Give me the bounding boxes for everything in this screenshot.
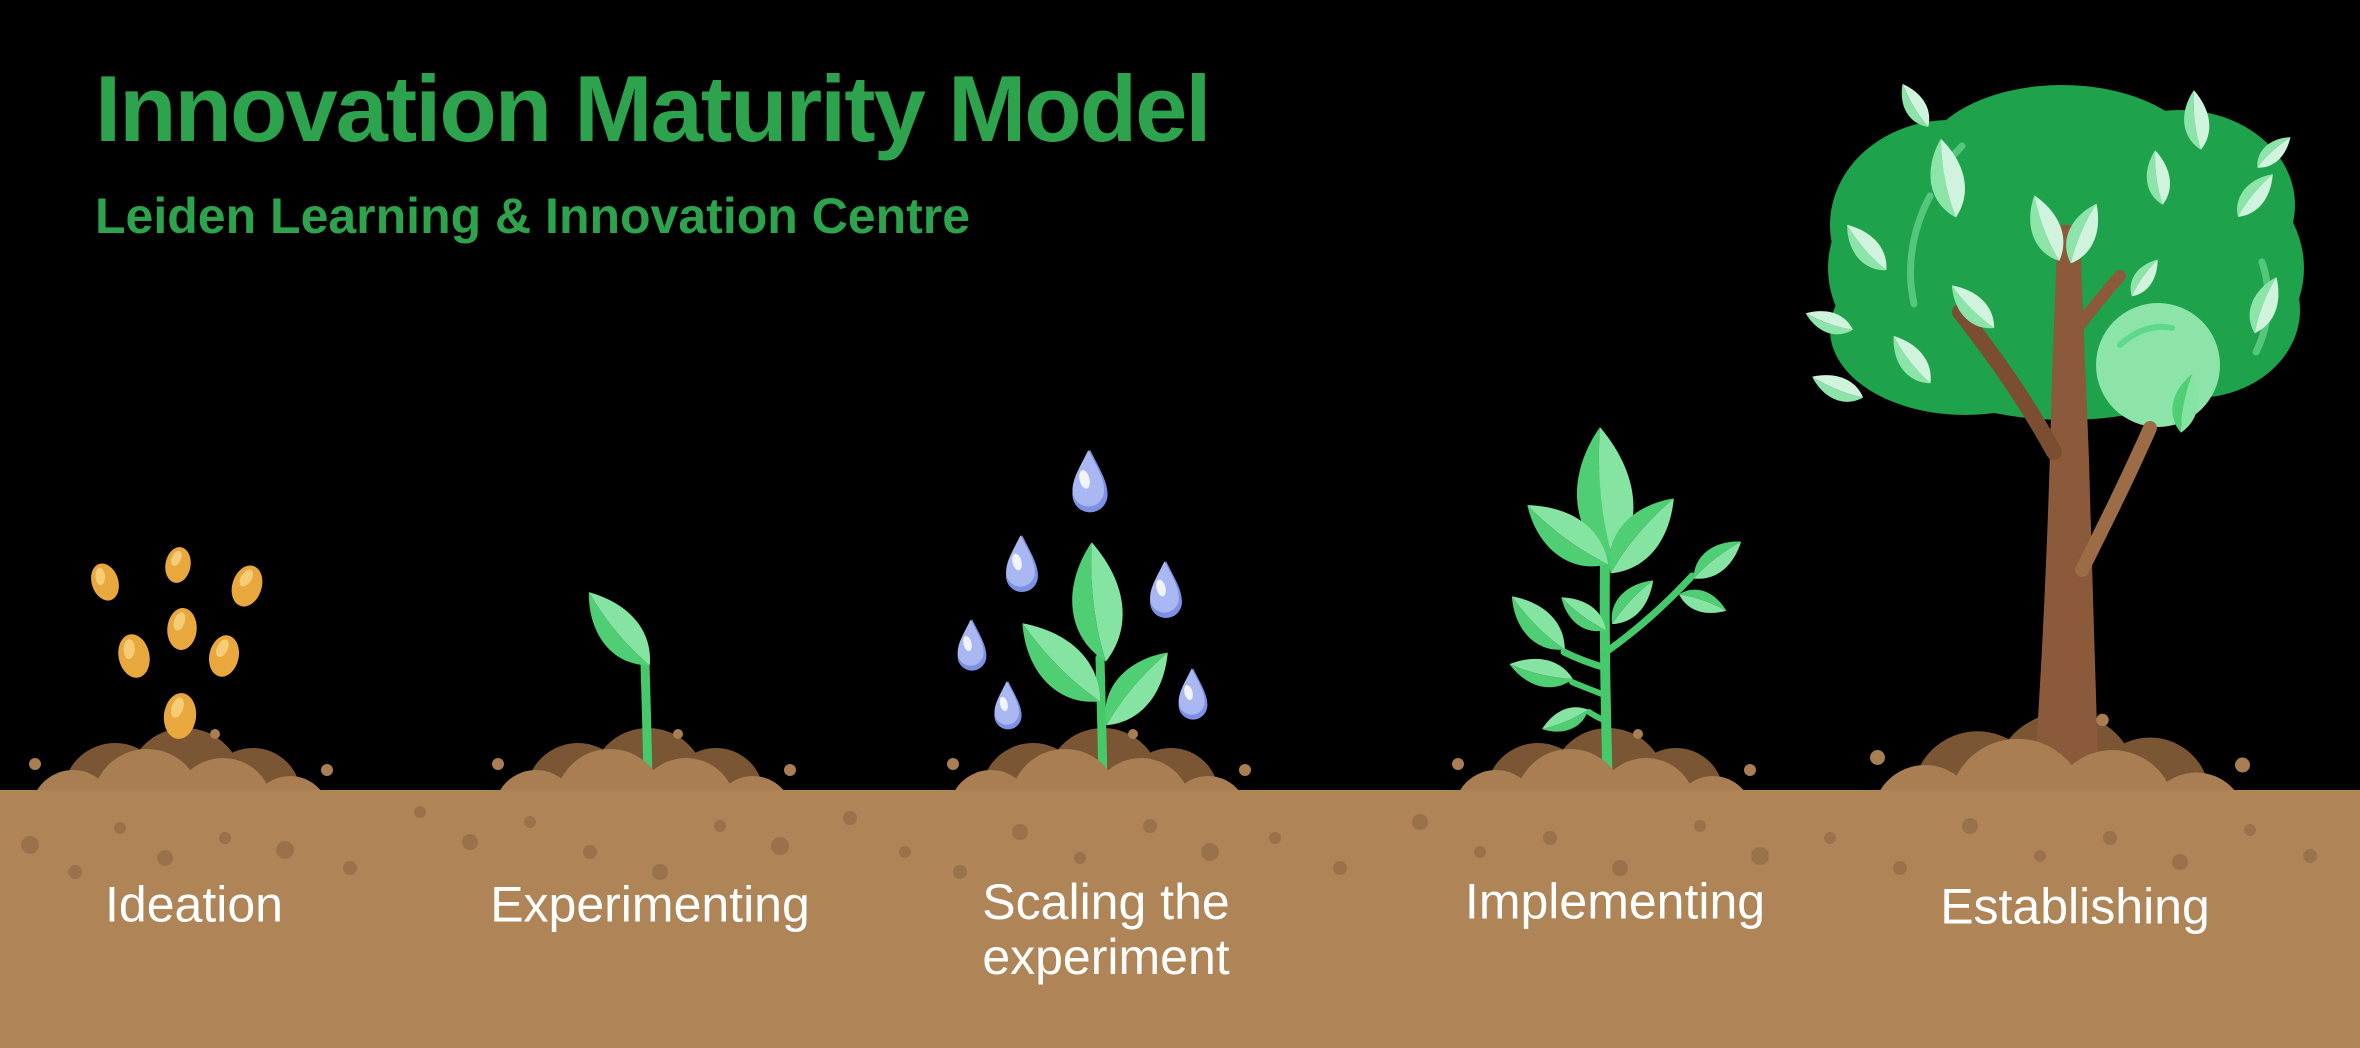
stage-label-implementing: Implementing — [1464, 873, 1766, 930]
seeds-icon — [86, 545, 268, 741]
stage-label-ideation: Ideation — [105, 876, 283, 933]
tree-trunk — [1952, 225, 2126, 796]
page-subtitle: Leiden Learning & Innovation Centre — [95, 187, 971, 244]
soil-speckles — [21, 806, 2317, 880]
stage-label-establishing: Establishing — [1940, 878, 2210, 935]
page-title: Innovation Maturity Model — [95, 56, 1212, 161]
header: Innovation Maturity Model Leiden Learnin… — [95, 56, 1212, 245]
tree-icon — [1801, 78, 2304, 796]
sapling-icon — [1500, 425, 1749, 801]
stage-label-scaling: Scaling the experiment — [982, 874, 1230, 985]
stage-label-experimenting: Experimenting — [490, 876, 810, 933]
canopy-mint-circle — [2096, 303, 2220, 427]
